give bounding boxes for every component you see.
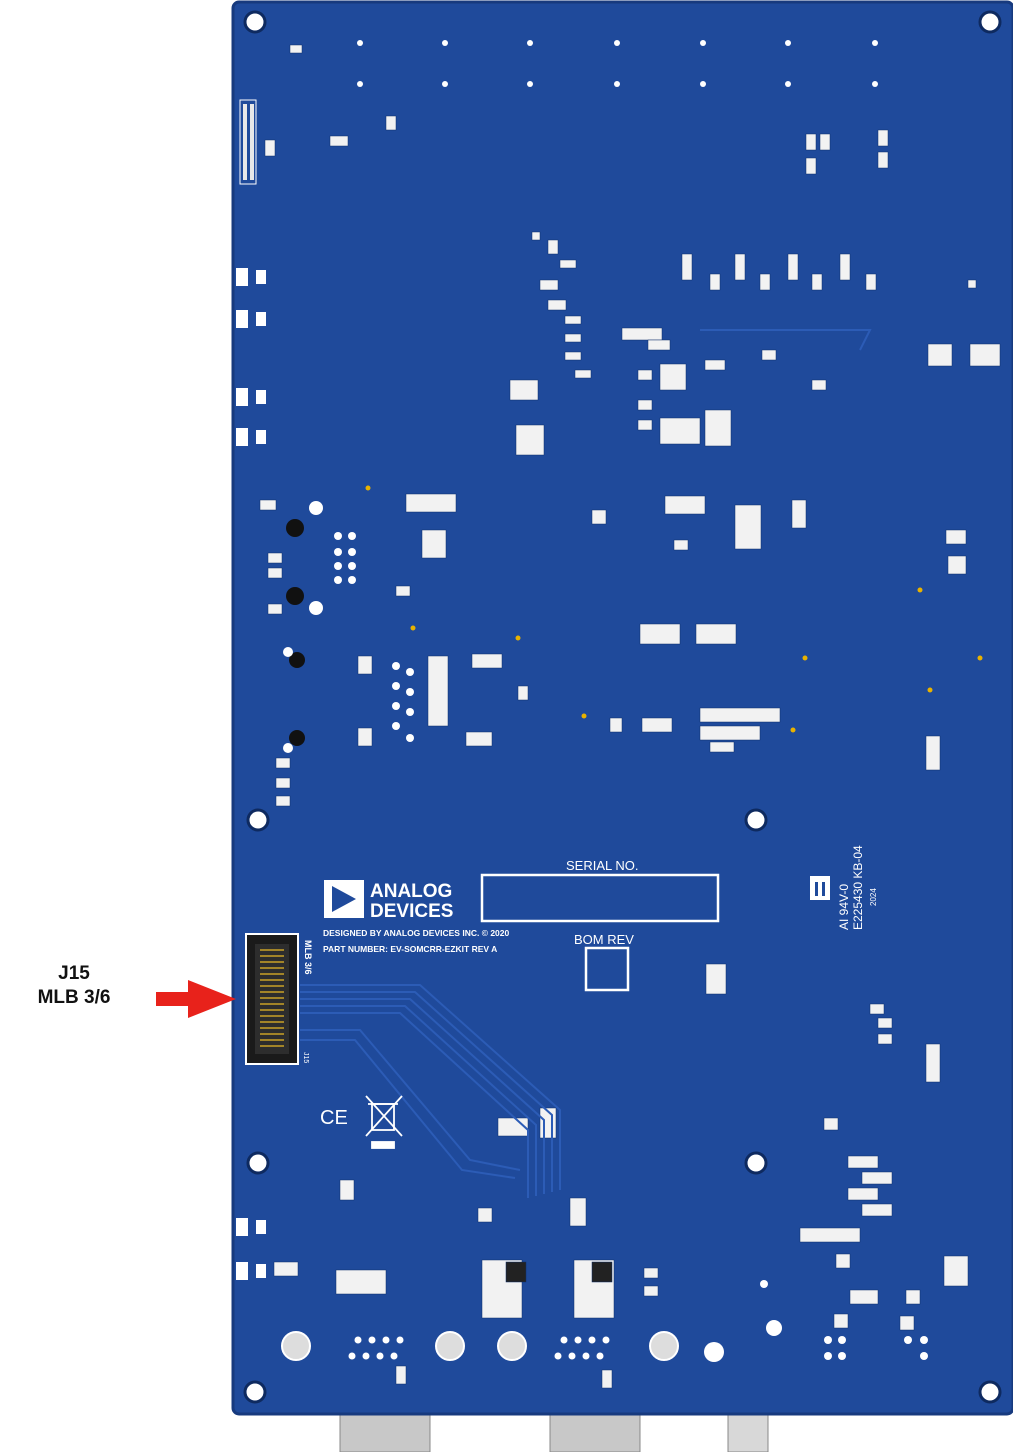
header-pins	[239, 99, 257, 185]
via-rows	[357, 40, 878, 87]
ul-line1: AI 94V-0	[837, 884, 851, 930]
ul-recognition-mark	[810, 876, 830, 900]
red-arrow-icon	[156, 980, 236, 1018]
callout-connector-label: MLB 3/6	[37, 987, 111, 1008]
callout-connector-ref: J15	[58, 963, 90, 984]
ul-line3: 2024	[869, 888, 878, 906]
weee-bin-icon	[365, 1095, 403, 1149]
ce-mark: CE	[320, 1107, 348, 1129]
j15-connector	[245, 933, 299, 1065]
smd-components	[259, 44, 1001, 1389]
mounting-holes	[243, 10, 1002, 1404]
left-edge-pads	[236, 268, 266, 1280]
pcb-substrate	[233, 2, 1013, 1414]
part-number-text: PART NUMBER: EV-SOMCRR-EZKIT REV A	[323, 944, 497, 954]
analog-devices-logo	[324, 880, 364, 918]
logo-line1: ANALOG	[370, 881, 452, 902]
ul-line2: E225430 KB-04	[851, 845, 865, 930]
serial-label: SERIAL NO.	[566, 858, 638, 873]
bom-rev-label: BOM REV	[574, 932, 634, 947]
bom-rev-box	[584, 946, 630, 992]
j15-silk-ref: J15	[302, 1052, 309, 1063]
black-parts	[283, 485, 983, 753]
j15-callout: J15 MLB 3/6	[0, 962, 148, 1010]
j15-silk-label: MLB 3/6	[303, 940, 313, 975]
j15-traces	[300, 329, 872, 1198]
bottom-edge-jacks	[281, 1280, 928, 1362]
logo-line2: DEVICES	[370, 901, 453, 922]
designed-by-text: DESIGNED BY ANALOG DEVICES INC. © 2020	[323, 928, 509, 938]
serial-box	[480, 873, 720, 923]
